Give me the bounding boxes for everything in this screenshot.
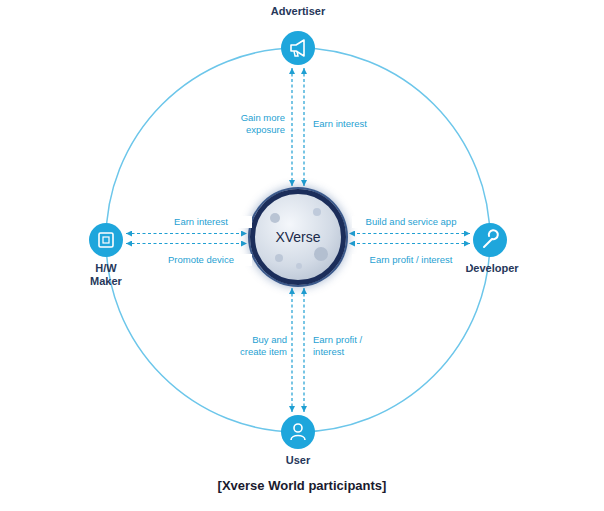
dashed-arrow [349, 243, 470, 244]
participant-label: Advertiser [258, 5, 338, 18]
participant-icon: H/W Maker [89, 223, 123, 257]
participant-label: H/W Maker [81, 262, 131, 288]
participant-label: Developer [462, 262, 522, 275]
edge-label: Build and service app [352, 216, 470, 228]
edge-label: Earn interest [312, 118, 394, 130]
participant-icon: User [281, 415, 315, 449]
dashed-arrow [303, 68, 304, 186]
edge-label: Buy and create item [228, 334, 288, 358]
orbit-ring [106, 48, 490, 432]
dashed-arrow [126, 243, 247, 244]
dashed-arrow [291, 68, 292, 186]
hub-label: XVerse [275, 229, 320, 245]
edge-label: Gain more exposure [220, 112, 286, 136]
edge-label: Earn profit / interest [312, 334, 376, 358]
icon-glyph [281, 415, 315, 449]
edge-label: Promote device [150, 254, 252, 266]
dashed-arrow [291, 288, 292, 412]
participant-icon: Developer [473, 223, 507, 257]
dashed-arrow [349, 233, 470, 234]
hub-circle: XVerse [250, 189, 346, 285]
icon-glyph [89, 223, 123, 257]
edge-label: Earn interest [150, 216, 252, 228]
icon-glyph [281, 31, 315, 65]
edge-label: Earn profit / interest [352, 254, 470, 266]
participant-label: User [268, 454, 328, 467]
dashed-arrow [303, 288, 304, 412]
icon-glyph [473, 223, 507, 257]
participant-icon: Advertiser [281, 31, 315, 65]
diagram-caption: [Xverse World participants] [0, 478, 604, 493]
dashed-arrow [126, 233, 247, 234]
